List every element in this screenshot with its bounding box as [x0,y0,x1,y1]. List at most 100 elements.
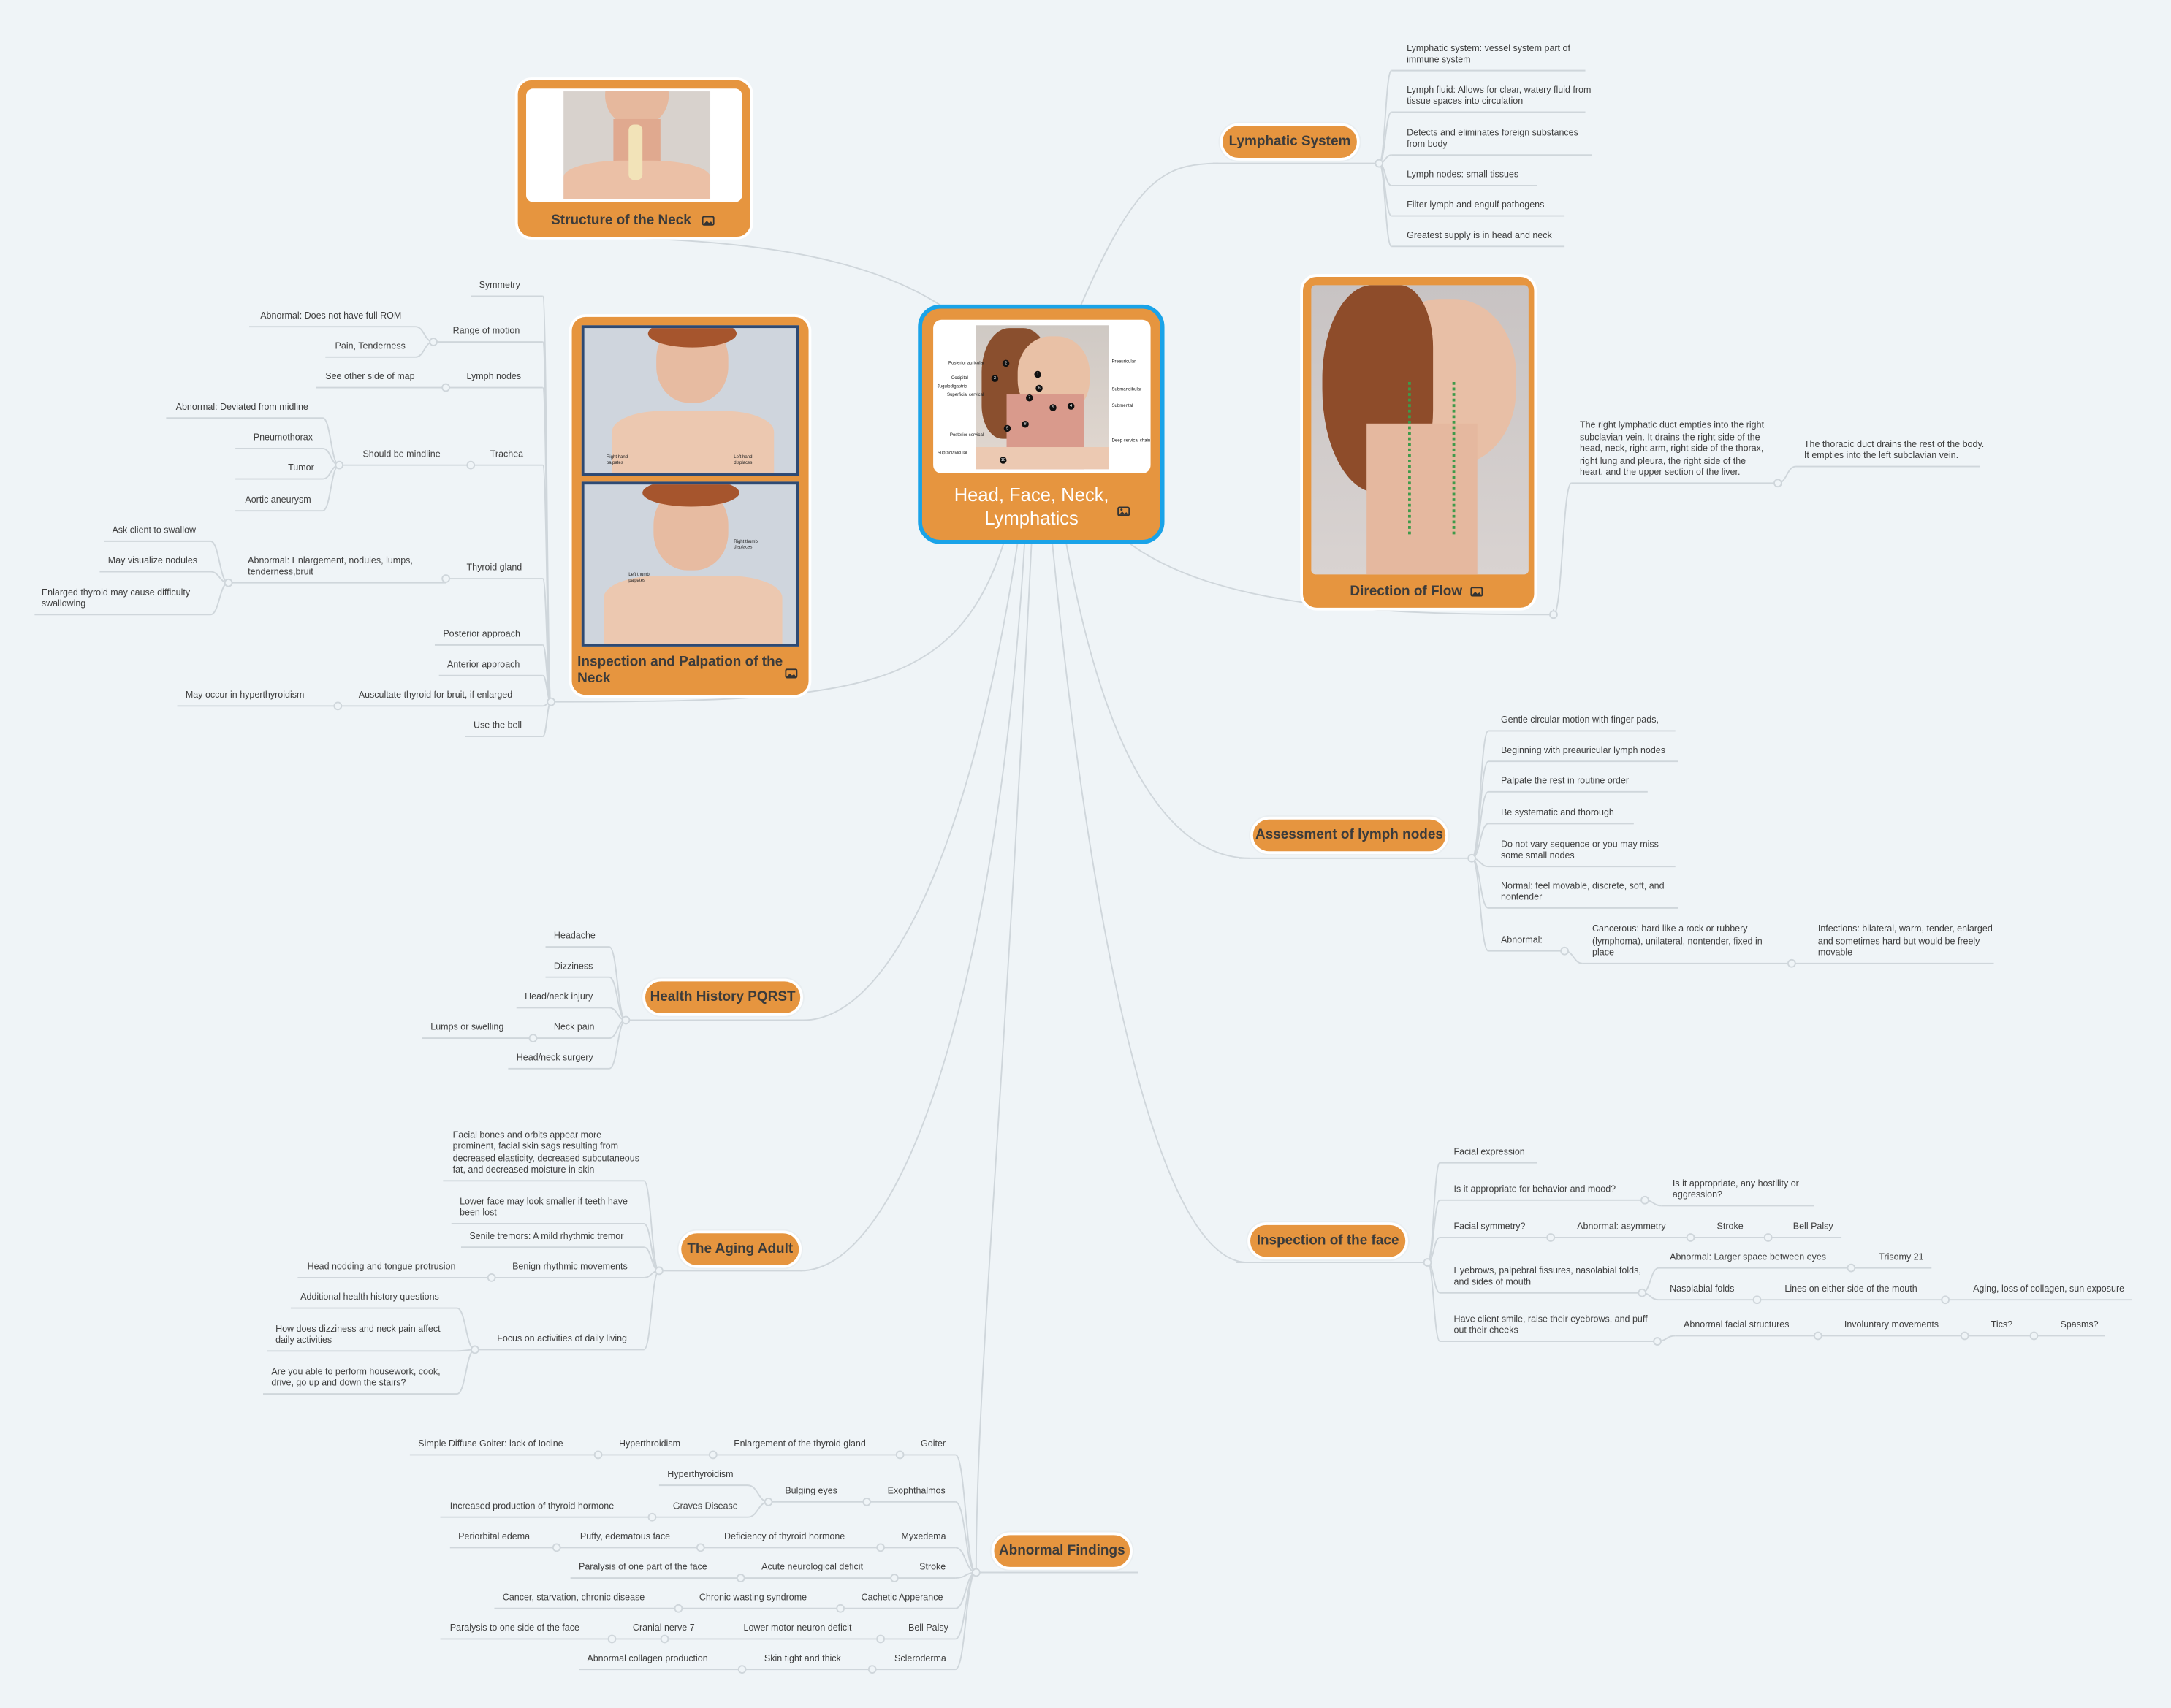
subtopic-abnormal-myx-0[interactable]: Myxedema [901,1532,946,1542]
subtopic-assessment-cancerous[interactable]: Cancerous: hard like a rock or rubbery (… [1592,925,1763,958]
subtopic-history-lumps[interactable]: Lumps or swelling [430,1023,504,1033]
subtopic-face-smile[interactable]: Have client smile, raise their eyebrows,… [1453,1314,1648,1336]
topic-assessment-of-lymph-nodes[interactable]: Assessment of lymph nodes [1250,816,1448,855]
subtopic-neck-thyroid[interactable]: Thyroid gland [466,563,522,573]
subtopic-assessment-items-0[interactable]: Gentle circular motion with finger pads, [1500,715,1659,726]
subtopic-abnormal-bell-1[interactable]: Lower motor neuron deficit [743,1623,852,1634]
subtopic-assessment-items-6[interactable]: Abnormal: [1500,936,1543,946]
image-icon[interactable] [702,216,715,226]
subtopic-face-spasms[interactable]: Spasms? [2060,1320,2099,1331]
subtopic-lymphatic-items-2[interactable]: Detects and eliminates foreign substance… [1407,128,1578,150]
subtopic-face-asym[interactable]: Abnormal: asymmetry [1577,1222,1666,1232]
subtopic-history-neckpain[interactable]: Neck pain [553,1023,595,1033]
subtopic-abnormal-stroke-0[interactable]: Stroke [919,1563,946,1573]
central-topic[interactable]: Posterior auricular Occipital Jugulodiga… [918,304,1165,544]
subtopic-lymphatic-items-3[interactable]: Lymph nodes: small tissues [1407,170,1519,180]
subtopic-abnormal-sclero-2[interactable]: Abnormal collagen production [587,1654,708,1664]
subtopic-neck-rom_pain[interactable]: Pain, Tenderness [335,342,406,352]
subtopic-abnormal-goiter-3[interactable]: Simple Diffuse Goiter: lack of Iodine [418,1439,563,1450]
subtopic-face-tics[interactable]: Tics? [1991,1320,2013,1331]
subtopic-face-larger[interactable]: Abnormal: Larger space between eyes [1670,1252,1827,1263]
subtopic-neck-pneumo[interactable]: Pneumothorax [253,433,313,443]
topic-lymphatic-system[interactable]: Lymphatic System [1220,123,1360,161]
subtopic-face-eyebrows[interactable]: Eyebrows, palpebral fissures, nasolabial… [1453,1266,1641,1288]
subtopic-lymphatic-items-1[interactable]: Lymph fluid: Allows for clear, watery fl… [1407,85,1592,107]
subtopic-abnormal-goiter-0[interactable]: Goiter [921,1439,946,1450]
subtopic-aging-senile[interactable]: Senile tremors: A mild rhythmic tremor [469,1232,624,1242]
subtopic-aging-facial[interactable]: Facial bones and orbits appear more prom… [452,1130,639,1175]
subtopic-face-abn_struct[interactable]: Abnormal facial structures [1684,1320,1790,1331]
subtopic-history-injury[interactable]: Head/neck injury [525,992,593,1003]
subtopic-neck-swallow[interactable]: Ask client to swallow [112,526,197,536]
subtopic-neck-trachea[interactable]: Trachea [490,449,524,460]
subtopic-face-aging[interactable]: Aging, loss of collagen, sun exposure [1973,1284,2125,1295]
subtopic-abnormal-goiter-1[interactable]: Enlargement of the thyroid gland [734,1439,866,1450]
subtopic-face-expression[interactable]: Facial expression [1453,1147,1525,1158]
subtopic-neck-symmetry[interactable]: Symmetry [479,281,520,291]
subtopic-face-nasolabial[interactable]: Nasolabial folds [1670,1284,1735,1295]
subtopic-history-headache[interactable]: Headache [553,931,596,942]
subtopic-assessment-infections[interactable]: Infections: bilateral, warm, tender, enl… [1817,925,1993,958]
topic-structure-of-the-neck[interactable]: Structure of the Neck [514,77,753,240]
subtopic-abnormal-myx-1[interactable]: Deficiency of thyroid hormone [723,1532,845,1542]
subtopic-face-bell[interactable]: Bell Palsy [1792,1222,1833,1232]
subtopic-abnormal-goiter-2[interactable]: Hyperthroidism [618,1439,680,1450]
subtopic-lymphatic-items-5[interactable]: Greatest supply is in head and neck [1407,231,1552,241]
subtopic-assessment-items-2[interactable]: Palpate the rest in routine order [1500,777,1629,787]
subtopic-face-appropriate[interactable]: Is it appropriate for behavior and mood? [1453,1185,1616,1195]
subtopic-lymphatic-items-0[interactable]: Lymphatic system: vessel system part of … [1407,44,1570,66]
subtopic-neck-lymph_see[interactable]: See other side of map [325,372,415,383]
topic-inspection-of-the-face[interactable]: Inspection of the face [1247,1222,1409,1260]
topic-abnormal-findings[interactable]: Abnormal Findings [991,1532,1133,1570]
subtopic-neck-difficulty[interactable]: Enlarged thyroid may cause difficulty sw… [41,587,191,609]
subtopic-flow-thoracic[interactable]: The thoracic duct drains the rest of the… [1803,439,1985,462]
subtopic-neck-tumor[interactable]: Tumor [288,463,314,474]
subtopic-face-stroke[interactable]: Stroke [1716,1222,1744,1232]
subtopic-abnormal-exoph-4[interactable]: Increased production of thyroid hormone [449,1502,615,1512]
subtopic-neck-rom_abn[interactable]: Abnormal: Does not have full ROM [260,311,402,321]
subtopic-neck-posterior[interactable]: Posterior approach [443,630,520,640]
image-icon[interactable] [1117,506,1130,516]
subtopic-abnormal-exoph-0[interactable]: Exophthalmos [887,1487,946,1497]
subtopic-face-involuntary[interactable]: Involuntary movements [1844,1320,1939,1331]
subtopic-face-trisomy[interactable]: Trisomy 21 [1879,1252,1924,1263]
subtopic-abnormal-myx-2[interactable]: Puffy, edematous face [579,1532,671,1542]
subtopic-history-surgery[interactable]: Head/neck surgery [516,1053,593,1064]
subtopic-history-dizziness[interactable]: Dizziness [553,962,593,972]
subtopic-assessment-items-4[interactable]: Do not vary sequence or you may miss som… [1500,839,1659,861]
subtopic-aging-focus[interactable]: Focus on activities of daily living [497,1334,628,1345]
subtopic-abnormal-bell-0[interactable]: Bell Palsy [908,1623,948,1634]
subtopic-aging-able[interactable]: Are you able to perform housework, cook,… [271,1367,441,1389]
topic-the-aging-adult[interactable]: The Aging Adult [678,1230,802,1268]
subtopic-abnormal-stroke-2[interactable]: Paralysis of one part of the face [579,1563,707,1573]
topic-health-history-pqrst[interactable]: Health History PQRST [642,978,803,1016]
subtopic-neck-auscultate[interactable]: Auscultate thyroid for bruit, if enlarge… [358,690,513,701]
subtopic-face-lines[interactable]: Lines on either side of the mouth [1784,1284,1917,1295]
image-icon[interactable] [1470,587,1483,597]
subtopic-abnormal-sclero-0[interactable]: Scleroderma [894,1654,946,1664]
subtopic-neck-deviated[interactable]: Abnormal: Deviated from midline [175,403,308,413]
subtopic-lymphatic-items-4[interactable]: Filter lymph and engulf pathogens [1407,200,1545,211]
subtopic-neck-visualize[interactable]: May visualize nodules [107,556,198,567]
subtopic-abnormal-bell-3[interactable]: Paralysis to one side of the face [449,1623,579,1634]
subtopic-abnormal-exoph-3[interactable]: Graves Disease [672,1502,738,1512]
subtopic-abnormal-exoph-2[interactable]: Hyperthyroidism [667,1470,734,1480]
subtopic-abnormal-exoph-1[interactable]: Bulging eyes [785,1487,837,1497]
subtopic-abnormal-myx-3[interactable]: Periorbital edema [458,1532,531,1542]
subtopic-assessment-items-3[interactable]: Be systematic and thorough [1500,808,1614,819]
subtopic-aging-lower[interactable]: Lower face may look smaller if teeth hav… [460,1197,628,1219]
subtopic-aging-additional[interactable]: Additional health history questions [300,1292,439,1303]
subtopic-neck-midline[interactable]: Should be mindline [362,449,441,460]
subtopic-neck-aortic[interactable]: Aortic aneurysm [245,495,311,506]
subtopic-neck-rom[interactable]: Range of motion [452,327,520,337]
subtopic-aging-how[interactable]: How does dizziness and neck pain affect … [275,1324,441,1346]
subtopic-neck-bell[interactable]: Use the bell [474,721,522,731]
subtopic-abnormal-cachetic-0[interactable]: Cachetic Apperance [861,1593,943,1604]
subtopic-abnormal-cachetic-1[interactable]: Chronic wasting syndrome [699,1593,807,1604]
subtopic-abnormal-bell-2[interactable]: Cranial nerve 7 [632,1623,695,1634]
subtopic-abnormal-stroke-1[interactable]: Acute neurological deficit [761,1563,864,1573]
topic-direction-of-flow[interactable]: Direction of Flow [1300,274,1537,611]
subtopic-face-symmetry[interactable]: Facial symmetry? [1453,1222,1526,1232]
subtopic-neck-lymph[interactable]: Lymph nodes [466,372,522,383]
